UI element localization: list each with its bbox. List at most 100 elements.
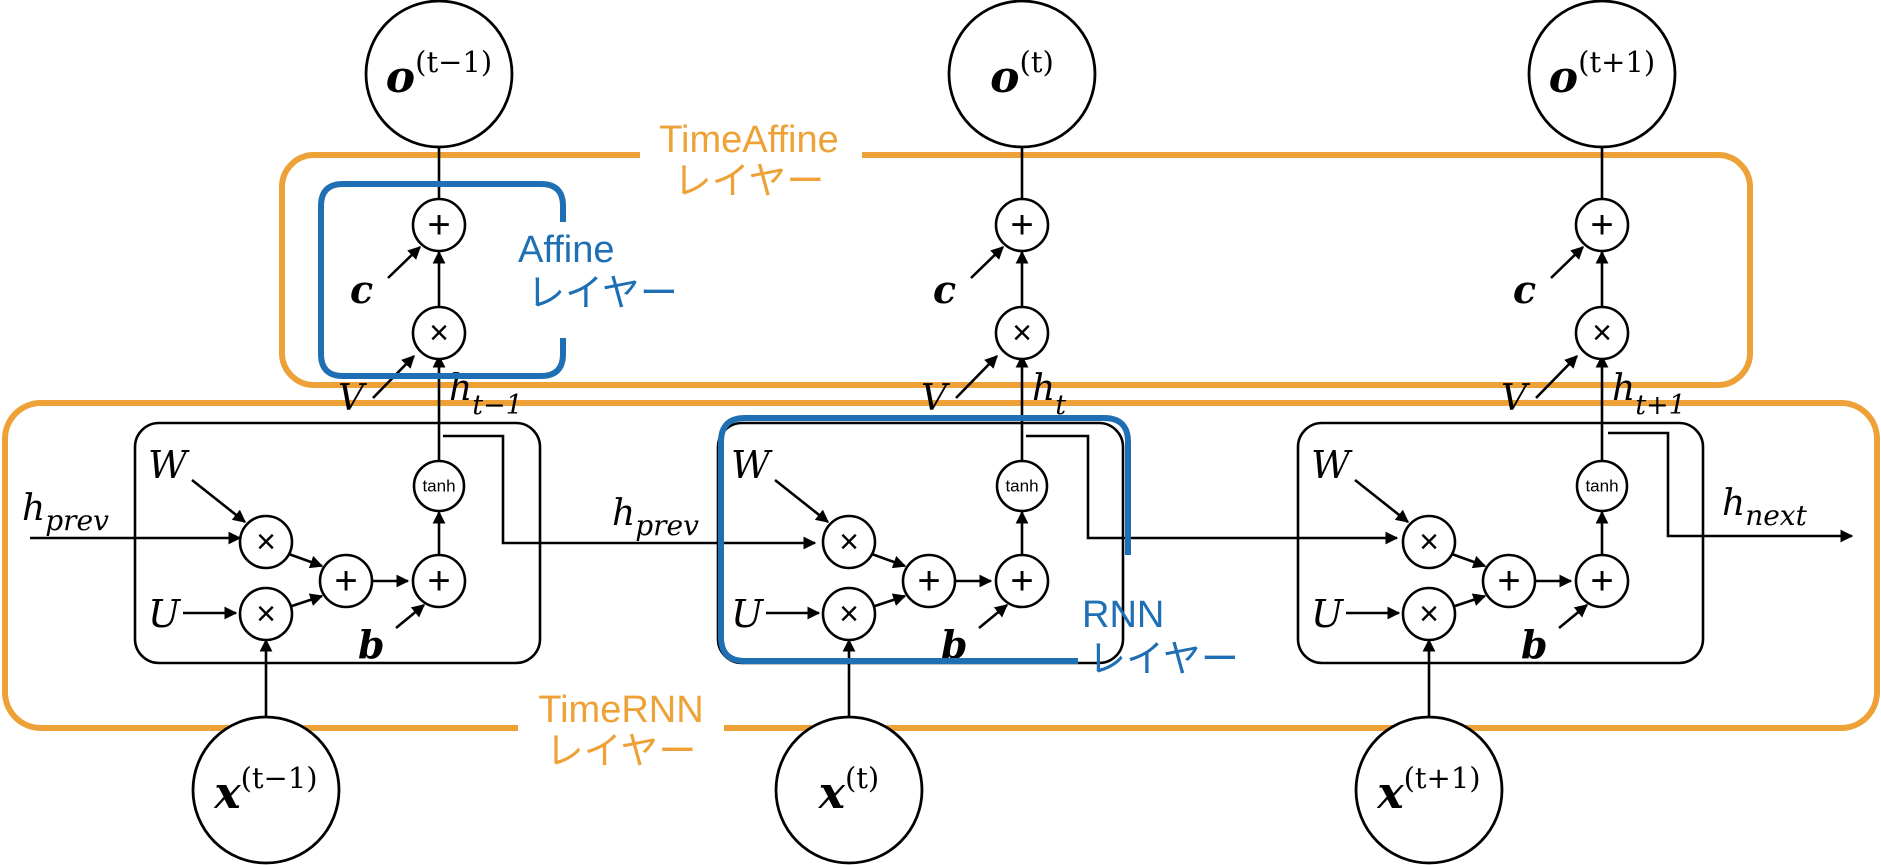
input-label-1: x(t) xyxy=(818,761,880,819)
add-node-affine-2 xyxy=(1574,197,1630,253)
multiply-node-w-1 xyxy=(821,514,877,570)
input-label-2: x(t+1) xyxy=(1376,761,1480,819)
add-node-affine-symbol-2: + xyxy=(1590,203,1613,247)
add-node-inner-2 xyxy=(1481,553,1537,609)
multiply-node-w-2 xyxy=(1401,514,1457,570)
multiply-node-u-1 xyxy=(821,586,877,642)
w-symbol-2: W xyxy=(1311,443,1353,487)
w-weight-wire-0 xyxy=(191,478,247,524)
u-symbol-2: U xyxy=(1311,592,1345,636)
u-symbol-1: U xyxy=(731,592,765,636)
output-node-0 xyxy=(364,0,514,149)
input-label-0: x(t−1) xyxy=(213,761,317,819)
multiply-node-w-symbol-1: × xyxy=(839,523,859,561)
multiply-node-u-symbol-0: × xyxy=(256,595,276,633)
multiply-node-u-2 xyxy=(1401,586,1457,642)
add-node-inner-1 xyxy=(901,553,957,609)
tanh-label-1: tanh xyxy=(1005,477,1038,496)
b-bias-wire-2 xyxy=(1558,603,1589,630)
rnn-cell-box xyxy=(133,421,542,665)
tanh-node-2 xyxy=(1575,459,1629,513)
affine-layer-frame xyxy=(318,181,566,379)
output-label-0: o(t−1) xyxy=(386,45,492,103)
multiply-node-affine-symbol-1: × xyxy=(1012,314,1032,352)
c-bias-wire-0 xyxy=(387,246,421,279)
multiply-node-affine-symbol-0: × xyxy=(429,314,449,352)
w-symbol-1: W xyxy=(731,443,773,487)
c-symbol-0: c xyxy=(350,267,373,312)
rnn-layer-label-2: レイヤー xyxy=(1088,639,1239,681)
multiply-node-u-symbol-1: × xyxy=(839,595,859,633)
b-bias-wire-1 xyxy=(978,603,1009,630)
multiply-node-affine-2 xyxy=(1574,305,1630,361)
output-node-2 xyxy=(1527,0,1677,149)
add-node-affine-1 xyxy=(994,197,1050,253)
time-affine-layer-frame xyxy=(279,152,1753,388)
input-node-0 xyxy=(191,715,341,865)
h-prev-label-left: hprev xyxy=(22,488,109,537)
mul-to-add-top-1 xyxy=(868,551,907,569)
b-symbol-2: b xyxy=(1521,622,1548,667)
h-state-label-1: ht xyxy=(1032,368,1066,421)
mul-to-add-top-0 xyxy=(285,551,324,569)
v-weight-wire-1 xyxy=(955,355,998,399)
affine-layer-label: Affine xyxy=(518,229,614,271)
h-next-label: hnext xyxy=(1722,483,1808,532)
multiply-node-affine-symbol-2: × xyxy=(1592,314,1612,352)
h-state-label-2: ht+1 xyxy=(1612,368,1686,421)
multiply-node-u-0 xyxy=(238,586,294,642)
rnn-layer-frame xyxy=(718,415,1131,664)
v-symbol-1: V xyxy=(921,378,951,419)
time-rnn-label: TimeRNN xyxy=(538,689,703,731)
tanh-node-1 xyxy=(995,459,1049,513)
v-symbol-2: V xyxy=(1501,378,1531,419)
input-node-1 xyxy=(774,715,924,865)
add-node-bias-symbol-2: + xyxy=(1590,559,1613,603)
tanh-node-0 xyxy=(412,459,466,513)
time-affine-label-backdrop xyxy=(640,112,862,202)
u-symbol-0: U xyxy=(148,592,182,636)
w-symbol-0: W xyxy=(148,443,190,487)
rnn-layer-label: RNN xyxy=(1082,594,1164,636)
add-node-bias-0 xyxy=(411,553,467,609)
time-rnn-layer-frame xyxy=(2,400,1880,731)
tanh-label-0: tanh xyxy=(422,477,455,496)
multiply-node-u-symbol-2: × xyxy=(1419,595,1439,633)
multiply-node-w-symbol-2: × xyxy=(1419,523,1439,561)
add-node-bias-1 xyxy=(994,553,1050,609)
rnn-cell-box xyxy=(1296,421,1705,665)
time-affine-label: TimeAffine xyxy=(659,119,839,161)
v-symbol-0: V xyxy=(338,378,368,419)
add-node-inner-symbol-0: + xyxy=(334,559,357,603)
output-label-2: o(t+1) xyxy=(1549,45,1655,103)
add-node-bias-symbol-0: + xyxy=(427,559,450,603)
affine-layer-label-2: レイヤー xyxy=(527,273,678,315)
v-weight-wire-2 xyxy=(1535,355,1578,399)
add-node-affine-0 xyxy=(411,197,467,253)
c-bias-wire-1 xyxy=(970,246,1004,279)
b-symbol-0: b xyxy=(358,622,385,667)
add-node-bias-symbol-1: + xyxy=(1010,559,1033,603)
time-rnn-label-backdrop xyxy=(518,688,724,772)
c-symbol-2: c xyxy=(1513,267,1536,312)
output-label-1: o(t) xyxy=(990,45,1054,103)
multiply-node-w-symbol-0: × xyxy=(256,523,276,561)
add-node-inner-symbol-2: + xyxy=(1497,559,1520,603)
h-next-output-wire xyxy=(1608,431,1854,543)
add-node-affine-symbol-0: + xyxy=(427,203,450,247)
input-node-2 xyxy=(1354,715,1504,865)
w-weight-wire-1 xyxy=(774,478,830,524)
h-prev-label-middle: hprev xyxy=(612,493,699,542)
time-rnn-label-2: レイヤー xyxy=(546,731,697,773)
c-symbol-1: c xyxy=(933,267,956,312)
w-weight-wire-2 xyxy=(1354,478,1410,524)
add-node-affine-symbol-1: + xyxy=(1010,203,1033,247)
multiply-node-affine-1 xyxy=(994,305,1050,361)
h-link-1-to-2 xyxy=(443,434,817,550)
mul-to-add-top-2 xyxy=(1448,551,1487,569)
multiply-node-affine-0 xyxy=(411,305,467,361)
